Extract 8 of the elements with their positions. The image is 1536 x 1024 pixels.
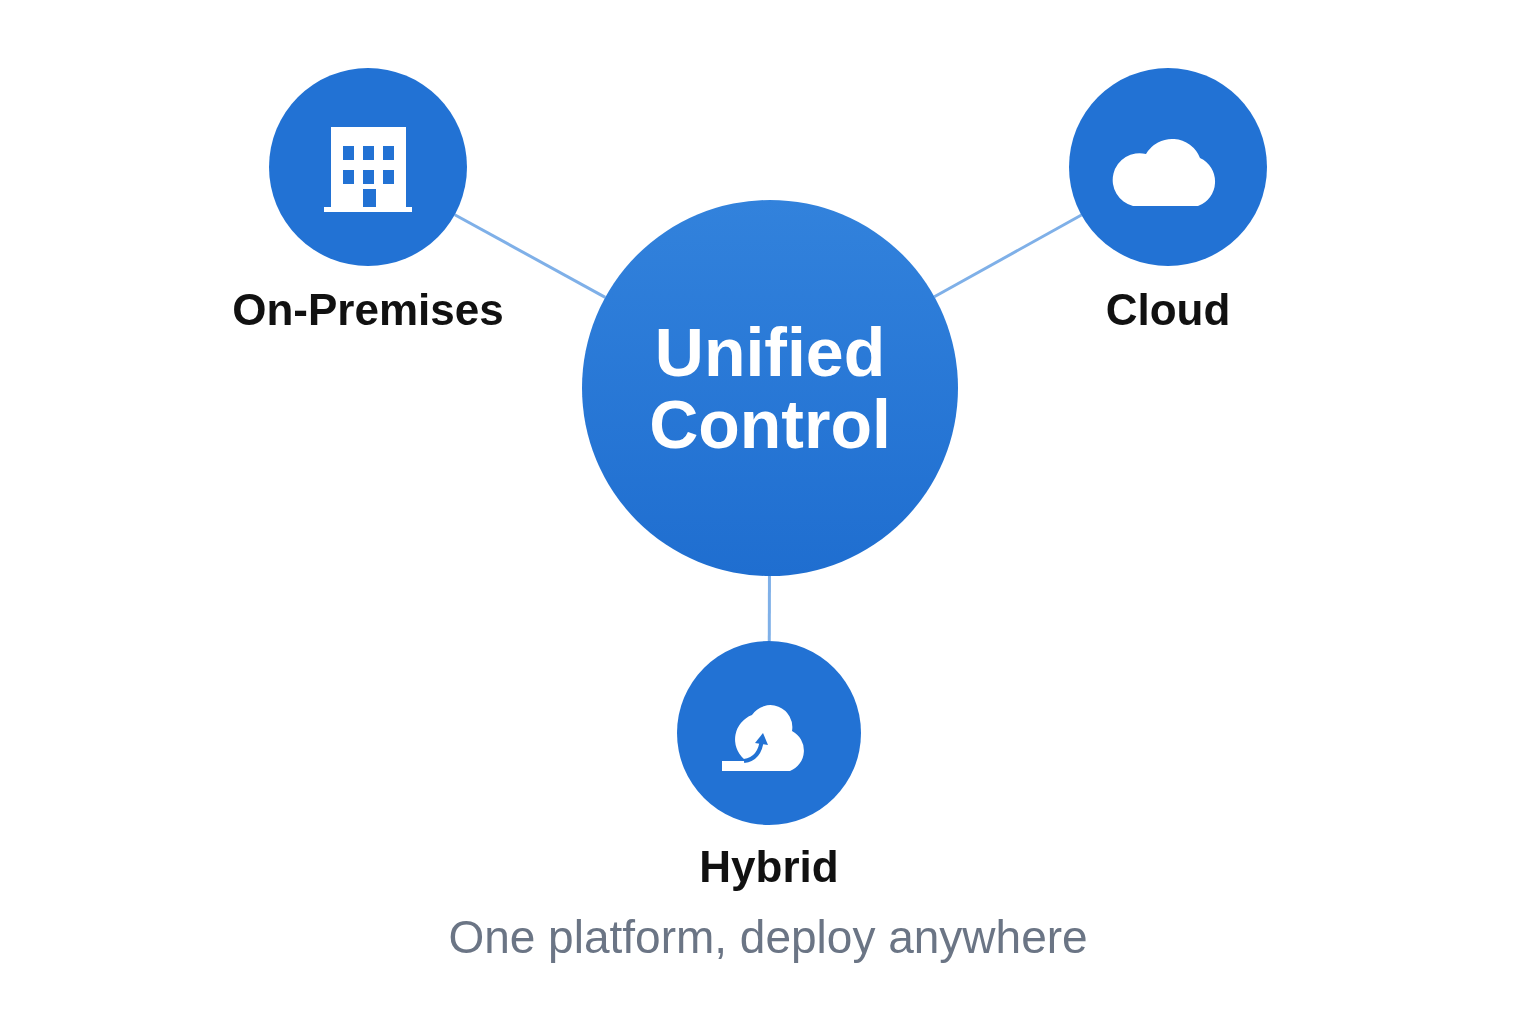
node-label: Cloud <box>1105 285 1231 335</box>
node-title: Unified Control <box>648 316 892 460</box>
connector-line <box>933 213 1083 299</box>
node-label: On-Premises <box>232 285 504 335</box>
connector-line <box>767 576 771 641</box>
node-label: Hybrid <box>699 842 839 892</box>
caption: One platform, deploy anywhere <box>448 911 1088 963</box>
connector-line <box>454 213 606 299</box>
